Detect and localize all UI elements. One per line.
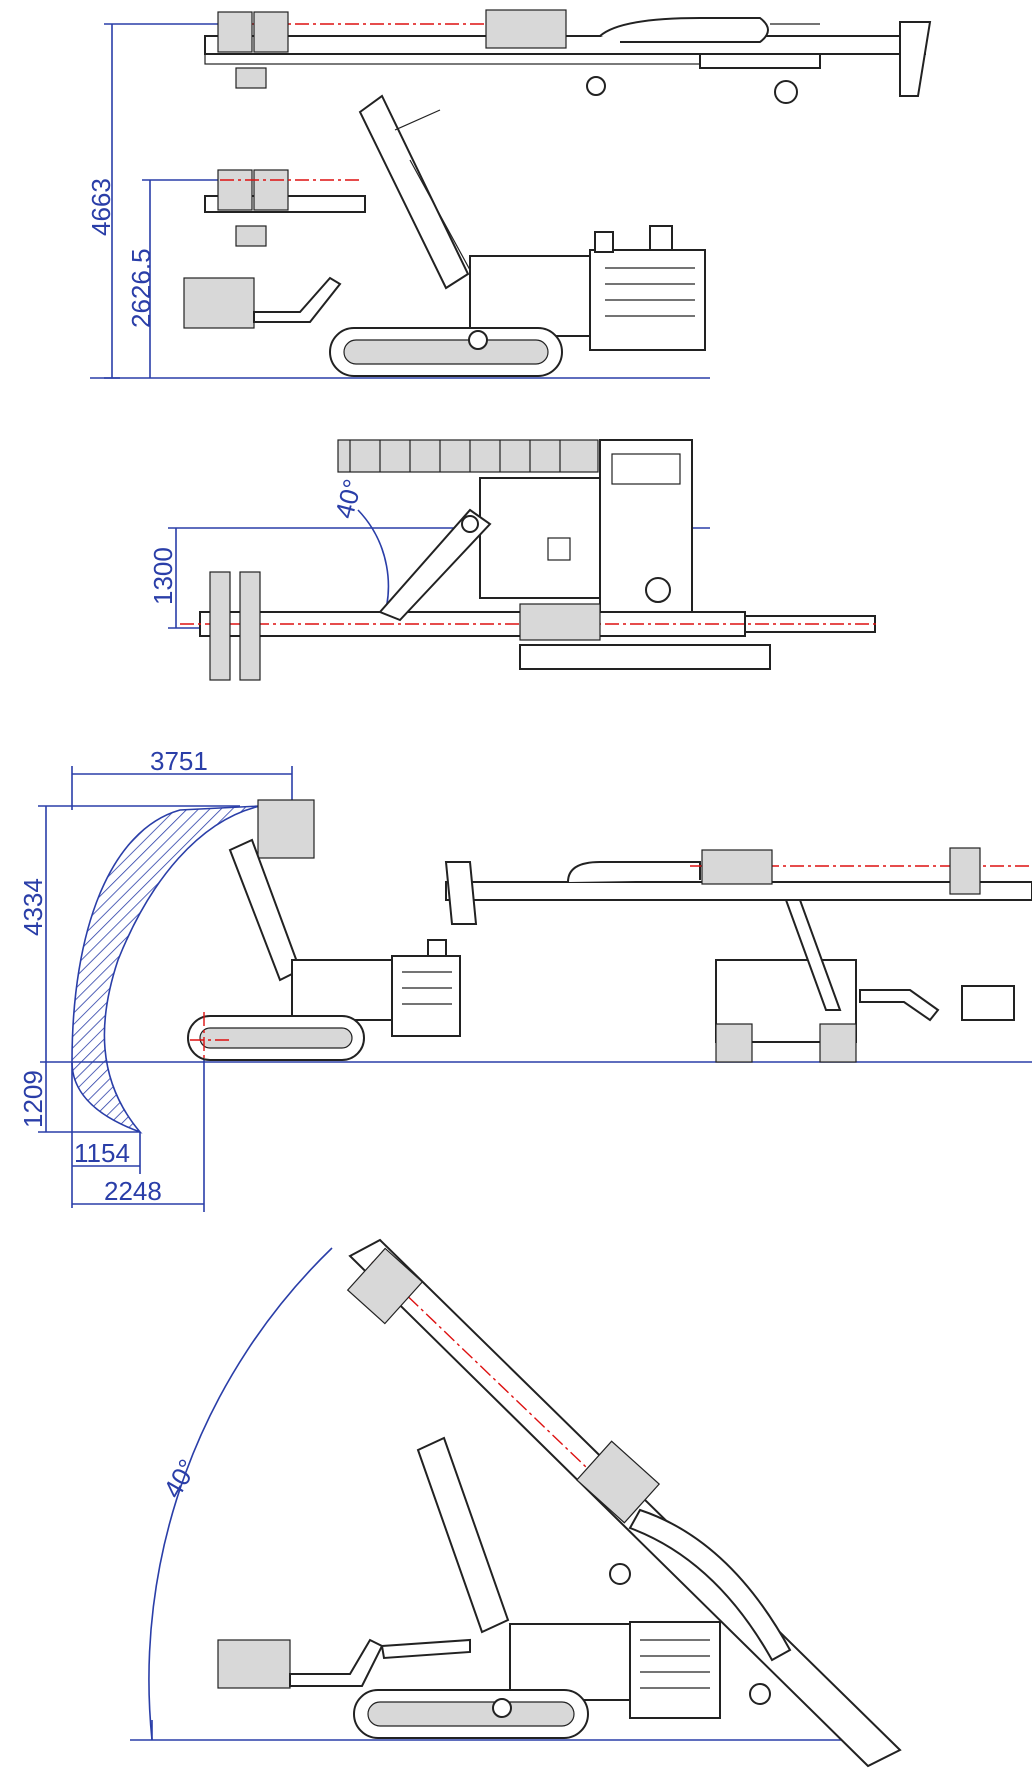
front-head xyxy=(183,276,342,329)
inclined-boom xyxy=(416,1436,510,1634)
dim-label-1300: 1300 xyxy=(148,547,178,605)
boom-arm xyxy=(358,94,471,290)
view-4-inclined-mast: 40° xyxy=(130,1238,902,1768)
raised-mast xyxy=(204,9,932,104)
dim-label-4334: 4334 xyxy=(18,878,48,936)
reach-envelope-hatch xyxy=(71,805,261,1134)
dim-arc-40-incline xyxy=(148,1247,333,1741)
mast-plan xyxy=(180,571,880,681)
inclined-track xyxy=(353,1689,589,1739)
dim-label-1154: 1154 xyxy=(74,1138,130,1168)
lowered-mast xyxy=(204,169,366,247)
dim-label-2248: 2248 xyxy=(104,1176,162,1206)
view-1-side-elevation: 4663 2626.5 xyxy=(86,9,932,379)
rod-rack xyxy=(337,439,599,473)
inclined-mast-body xyxy=(346,1238,902,1768)
view-3-reach-envelope: 3751 4334 1209 1154 2248 xyxy=(18,746,1032,1212)
rear-view-machine xyxy=(444,847,1032,1063)
inclined-carrier-body xyxy=(509,1621,721,1719)
dim-label-40-incline: 40° xyxy=(157,1454,203,1503)
folded-machine xyxy=(187,799,461,1062)
dim-label-3751: 3751 xyxy=(150,746,208,776)
view-2-plan-view: 1300 40° xyxy=(148,439,880,681)
body-plan xyxy=(479,439,693,621)
dim-label-4663: 4663 xyxy=(86,178,116,236)
boom-plan xyxy=(378,508,492,622)
dim-label-2626-5: 2626.5 xyxy=(126,248,156,328)
crawler-track xyxy=(329,327,563,377)
dim-label-1209: 1209 xyxy=(18,1070,48,1128)
inclined-front-head xyxy=(217,1638,471,1689)
